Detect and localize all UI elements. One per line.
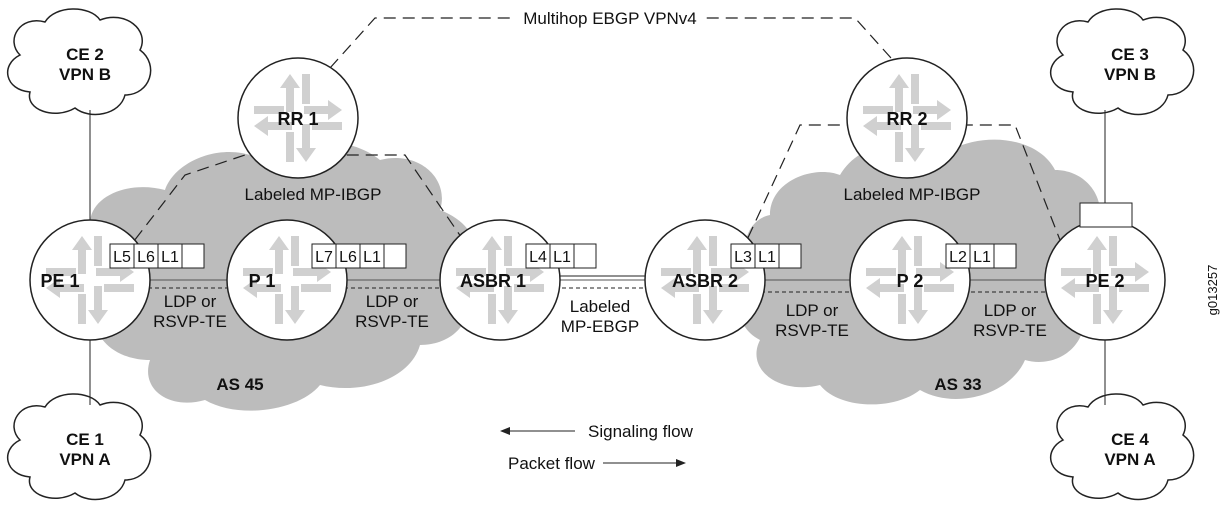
label-cell	[993, 243, 1017, 269]
label-cell	[359, 243, 385, 269]
ldp-p1-asbr1-line1: LDP or	[366, 292, 419, 311]
label-cell-text: L1	[363, 249, 381, 266]
ldp-p2-pe2-line1: LDP or	[984, 301, 1037, 320]
label-stack-pe2	[1079, 202, 1133, 228]
label-cell-text: L1	[758, 249, 776, 266]
label-cell	[1079, 202, 1133, 228]
multihop-ebgp-label: Multihop EBGP VPNv4	[523, 9, 697, 28]
mpebgp-label-line2: MP-EBGP	[561, 317, 639, 336]
router-p1	[226, 219, 348, 341]
figure-id: g013257	[1205, 265, 1220, 316]
ce1-cloud	[6, 393, 152, 501]
rr1-label: RR 1	[277, 109, 318, 129]
ce2-cloud	[6, 8, 152, 116]
label-cell-text: L6	[137, 249, 155, 266]
as33-label: AS 33	[934, 375, 981, 394]
label-stack-asbr1: L4 L1	[525, 243, 597, 269]
ibgp-left-line	[99, 154, 471, 286]
label-cell	[311, 243, 337, 269]
label-cell	[945, 243, 971, 269]
ce1-label-line2: VPN A	[59, 450, 110, 469]
label-cell-text: L2	[949, 249, 967, 266]
ce3-label-line2: VPN B	[1104, 65, 1156, 84]
ldp-asbr2-p2-line1: LDP or	[786, 301, 839, 320]
ce1-label-line1: CE 1	[66, 430, 104, 449]
ldp-asbr2-p2-line2: RSVP-TE	[775, 321, 849, 340]
as45-label: AS 45	[216, 375, 263, 394]
signaling-flow-legend: Signaling flow	[500, 422, 694, 441]
label-stack-pe1: L5 L6 L1	[109, 243, 205, 269]
router-rr2	[846, 57, 968, 179]
ce4-cloud	[1049, 393, 1195, 501]
mpebgp-label-line1: Labeled	[570, 297, 631, 316]
label-cell	[573, 243, 597, 269]
label-cell	[969, 243, 995, 269]
ce2-label-line2: VPN B	[59, 65, 111, 84]
label-cell-text: L1	[553, 249, 571, 266]
ce2-label-line1: CE 2	[66, 45, 104, 64]
ldp-p1-asbr1-line2: RSVP-TE	[355, 312, 429, 331]
label-cell-text: L1	[973, 249, 991, 266]
label-cell	[133, 243, 159, 269]
p1-label: P 1	[249, 271, 276, 291]
ce4-label-line1: CE 4	[1111, 430, 1149, 449]
pe2-label: PE 2	[1085, 271, 1124, 291]
router-p2	[849, 219, 971, 341]
rr2-label: RR 2	[886, 109, 927, 129]
label-cell-text: L1	[161, 249, 179, 266]
multihop-label-bg	[515, 8, 705, 28]
label-cell	[549, 243, 575, 269]
pe1-label: PE 1	[40, 271, 79, 291]
asbr1-label: ASBR 1	[460, 271, 526, 291]
label-cell	[778, 243, 802, 269]
signaling-flow-label: Signaling flow	[588, 422, 694, 441]
label-cell-text: L3	[734, 249, 752, 266]
label-cell	[383, 243, 407, 269]
p2-label: P 2	[897, 271, 924, 291]
label-cell-text: L6	[339, 249, 357, 266]
label-cell-text: L7	[315, 249, 333, 266]
label-cell-text: L5	[113, 249, 131, 266]
ldp-pe1-p1-line1: LDP or	[164, 292, 217, 311]
ibgp-right-label: Labeled MP-IBGP	[843, 185, 980, 204]
packet-flow-legend: Packet flow	[508, 454, 686, 473]
ldp-pe1-p1-line2: RSVP-TE	[153, 312, 227, 331]
label-stack-p2: L2 L1	[945, 243, 1017, 269]
label-cell	[754, 243, 780, 269]
label-cell-text: L4	[529, 249, 547, 266]
ldp-p2-pe2-line2: RSVP-TE	[973, 321, 1047, 340]
label-cell	[525, 243, 551, 269]
label-stack-asbr2: L3 L1	[730, 243, 802, 269]
asbr2-label: ASBR 2	[672, 271, 738, 291]
label-cell	[109, 243, 135, 269]
label-stack-p1: L7 L6 L1	[311, 243, 407, 269]
ce3-label-line1: CE 3	[1111, 45, 1149, 64]
label-cell	[181, 243, 205, 269]
label-cell	[335, 243, 361, 269]
packet-flow-label: Packet flow	[508, 454, 596, 473]
ce4-label-line2: VPN A	[1104, 450, 1155, 469]
label-stacks: L5 L6 L1 L7 L6 L1 L4 L1 L3 L1 L2 L1	[109, 202, 1133, 269]
ce3-cloud	[1049, 8, 1195, 116]
ibgp-left-label: Labeled MP-IBGP	[244, 185, 381, 204]
router-rr1	[237, 57, 359, 179]
